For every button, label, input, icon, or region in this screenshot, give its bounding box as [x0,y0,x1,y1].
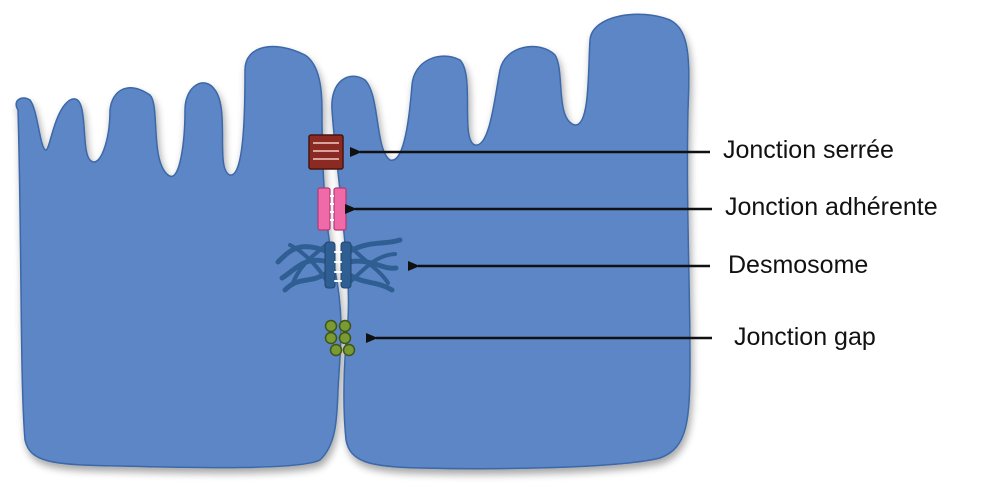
tight-junction-icon [309,135,343,169]
gap-junction-icon [326,321,355,356]
left-cell [16,47,341,468]
gap-junction-label: Jonction gap [734,323,876,352]
tight-junction-label: Jonction serrée [723,136,894,165]
desmosome-label: Desmosome [728,251,868,280]
adherens-junction-icon [318,188,346,230]
adherens-junction-label: Jonction adhérente [725,193,938,222]
